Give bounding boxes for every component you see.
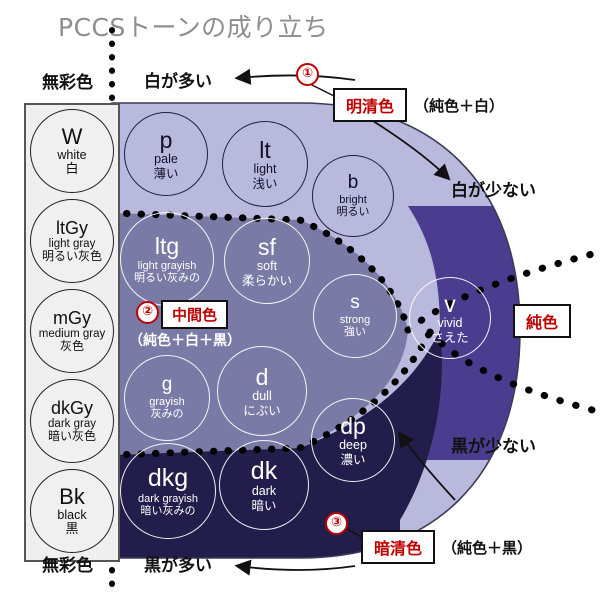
tone-circle-b[interactable]: b bright 明るい xyxy=(312,155,394,237)
label-white-few: 白が少ない xyxy=(451,181,536,201)
achromatic-en: dark gray xyxy=(48,418,96,431)
label-achromatic-top: 無彩色 xyxy=(42,73,93,93)
achromatic-jp: 暗い灰色 xyxy=(47,429,96,444)
achromatic-code: Bk xyxy=(59,484,85,510)
callout-formula-dark-clear: （純色＋黒） xyxy=(442,539,533,557)
arrow-dark-clear xyxy=(397,431,456,501)
tone-circle-p[interactable]: p pale 薄い xyxy=(124,112,208,196)
callout-number-1: ① xyxy=(296,63,319,86)
callout-formula-light-clear: （純色＋白） xyxy=(414,97,505,115)
tone-circle-dkg[interactable]: dkg dark grayish 暗い灰みの xyxy=(120,443,216,539)
tone-code: dk xyxy=(250,456,278,485)
divider-intermediate-dark xyxy=(108,328,434,459)
tone-en: grayish xyxy=(149,396,185,409)
tone-en: pale xyxy=(154,151,178,166)
tone-en: deep xyxy=(339,437,367,452)
tone-circle-sf[interactable]: sf soft 柔らかい xyxy=(224,218,310,304)
tone-circle-lt[interactable]: lt light 浅い xyxy=(222,121,308,207)
tone-code: sf xyxy=(258,233,276,260)
tone-jp: 暗い灰みの xyxy=(140,503,196,517)
tone-circle-g[interactable]: g grayish 灰みの xyxy=(124,355,210,441)
tone-circle-dp[interactable]: dp deep 濃い xyxy=(311,398,395,482)
tone-code: v xyxy=(444,290,456,317)
tone-jp: 強い xyxy=(344,325,366,339)
achromatic-circle-bk[interactable]: Bk black 黒 xyxy=(30,469,114,553)
tone-jp: 明るい灰みの xyxy=(134,270,200,284)
tone-en: light grayish xyxy=(137,259,197,272)
achromatic-jp: 明るい灰色 xyxy=(41,249,102,264)
tone-code: d xyxy=(255,363,269,390)
tone-code: ltg xyxy=(154,233,180,260)
achromatic-code: ltGy xyxy=(55,217,88,238)
tone-jp: 柔らかい xyxy=(241,272,292,288)
label-achromatic-bottom: 無彩色 xyxy=(42,556,93,576)
tone-jp: 暗い xyxy=(251,497,277,513)
achromatic-circle-mgy[interactable]: mGy medium gray 灰色 xyxy=(30,289,114,373)
tone-circle-d[interactable]: d dull にぶい xyxy=(217,346,307,436)
tone-code: s xyxy=(350,292,360,314)
label-white-many: 白が多い xyxy=(144,72,212,92)
tone-jp: 灰みの xyxy=(150,407,184,421)
callout-term-pure-color: 純色 xyxy=(513,304,572,338)
tone-en: dark grayish xyxy=(138,492,198,505)
tone-circle-s[interactable]: s strong 強い xyxy=(313,274,397,358)
achromatic-en: medium gray xyxy=(38,328,106,341)
callout-number-3: ③ xyxy=(325,512,348,535)
arrow-black-many xyxy=(234,559,356,576)
tone-jp: 濃い xyxy=(340,451,366,467)
tone-jp: さえた xyxy=(431,329,469,345)
tone-code: b xyxy=(347,172,359,194)
achromatic-circle-dkgy[interactable]: dkGy dark gray 暗い灰色 xyxy=(30,379,114,463)
achromatic-circle-w[interactable]: W white 白 xyxy=(30,109,114,193)
achromatic-code: mGy xyxy=(53,307,91,328)
tone-code: dp xyxy=(340,412,366,439)
tone-code: dkg xyxy=(147,464,189,493)
tone-code: p xyxy=(159,126,173,153)
achromatic-jp: 白 xyxy=(65,161,79,177)
tone-en: dull xyxy=(252,388,272,403)
tone-jp: 浅い xyxy=(252,175,278,191)
callout-formula-intermediate: （純色＋白＋黒） xyxy=(129,333,241,349)
page-title: PCCSトーンの成り立ち xyxy=(58,13,329,42)
achromatic-jp: 灰色 xyxy=(59,339,84,354)
tone-en: dark xyxy=(251,484,277,498)
callout-term-light-clear: 明清色 xyxy=(333,88,408,122)
label-black-few: 黒が少ない xyxy=(451,437,536,457)
tone-en: light xyxy=(253,161,277,176)
leader-line-1 xyxy=(307,82,335,97)
achromatic-en: light gray xyxy=(48,238,96,251)
achromatic-scale-panel: W white 白 ltGy light gray 明るい灰色 mGy medi… xyxy=(24,103,120,562)
divider-light-intermediate xyxy=(108,209,412,334)
tone-jp: 薄い xyxy=(153,165,179,181)
tone-en: soft xyxy=(256,258,278,273)
achromatic-code: dkGy xyxy=(50,397,93,418)
tone-en: bright xyxy=(339,194,367,207)
callout-term-dark-clear: 暗清色 xyxy=(361,530,436,564)
callout-term-intermediate: 中間色 xyxy=(161,300,229,329)
tone-circle-dk[interactable]: dk dark 暗い xyxy=(219,440,309,530)
achromatic-jp: 黒 xyxy=(65,521,79,537)
tone-jp: にぶい xyxy=(243,402,281,418)
tone-en: vivid xyxy=(437,315,463,330)
achromatic-code: W xyxy=(61,124,83,150)
tone-circle-ltg[interactable]: ltg light grayish 明るい灰みの xyxy=(120,212,214,306)
callout-number-2: ② xyxy=(136,301,159,324)
tone-code: g xyxy=(161,374,173,396)
tone-code: lt xyxy=(259,136,271,163)
tone-circle-v[interactable]: v vivid さえた xyxy=(409,277,491,359)
tone-jp: 明るい xyxy=(336,205,370,219)
label-black-many: 黒が多い xyxy=(144,556,212,576)
tone-en: strong xyxy=(339,314,371,327)
achromatic-en: white xyxy=(57,148,87,163)
achromatic-circle-ltgy[interactable]: ltGy light gray 明るい灰色 xyxy=(30,199,114,283)
achromatic-en: black xyxy=(57,508,87,523)
